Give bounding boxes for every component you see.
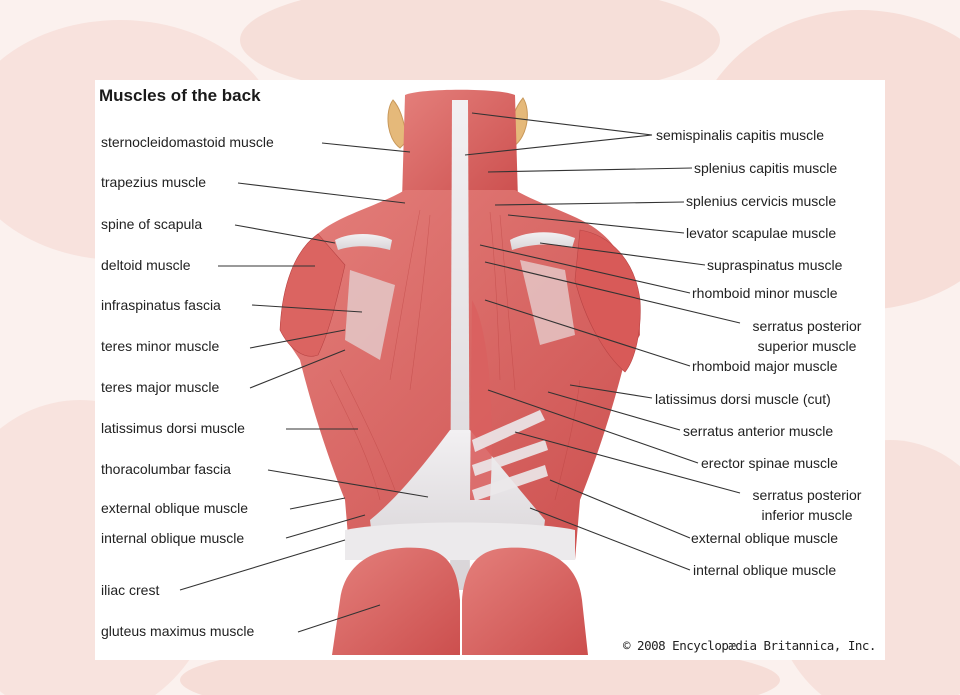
label-sternocleidomastoid: sternocleidomastoid muscle [101,134,274,151]
left-gluteus [332,548,460,655]
label-erector-spinae: erector spinae muscle [701,455,838,472]
label-rhomboid-major: rhomboid major muscle [692,358,838,375]
label-thoracolumbar-fascia: thoracolumbar fascia [101,461,231,478]
label-iliac-crest: iliac crest [101,582,159,599]
label-internal-oblique-right: internal oblique muscle [693,562,836,579]
label-splenius-cervicis: splenius cervicis muscle [686,193,836,210]
label-infraspinatus-fascia: infraspinatus fascia [101,297,221,314]
label-serratus-posterior-inferior: serratus posterior inferior muscle [738,485,876,525]
label-trapezius: trapezius muscle [101,174,206,191]
copyright-notice: © 2008 Encyclopædia Britannica, Inc. [623,638,876,653]
label-deltoid: deltoid muscle [101,257,191,274]
label-supraspinatus: supraspinatus muscle [707,257,842,274]
label-teres-minor: teres minor muscle [101,338,219,355]
label-latissimus-dorsi: latissimus dorsi muscle [101,420,245,437]
label-splenius-capitis: splenius capitis muscle [694,160,837,177]
label-latissimus-dorsi-cut: latissimus dorsi muscle (cut) [655,391,831,408]
label-rhomboid-minor: rhomboid minor muscle [692,285,838,302]
right-gluteus [462,548,588,655]
label-semispinalis-capitis: semispinalis capitis muscle [656,127,824,144]
label-spine-of-scapula: spine of scapula [101,216,202,233]
label-external-oblique-left: external oblique muscle [101,500,248,517]
label-serratus-anterior: serratus anterior muscle [683,423,833,440]
label-gluteus-maximus: gluteus maximus muscle [101,623,254,640]
label-serratus-posterior-superior: serratus posterior superior muscle [738,316,876,356]
label-levator-scapulae: levator scapulae muscle [686,225,836,242]
label-external-oblique-right: external oblique muscle [691,530,838,547]
diagram-title: Muscles of the back [99,86,261,106]
label-teres-major: teres major muscle [101,379,219,396]
label-internal-oblique-left: internal oblique muscle [101,530,244,547]
